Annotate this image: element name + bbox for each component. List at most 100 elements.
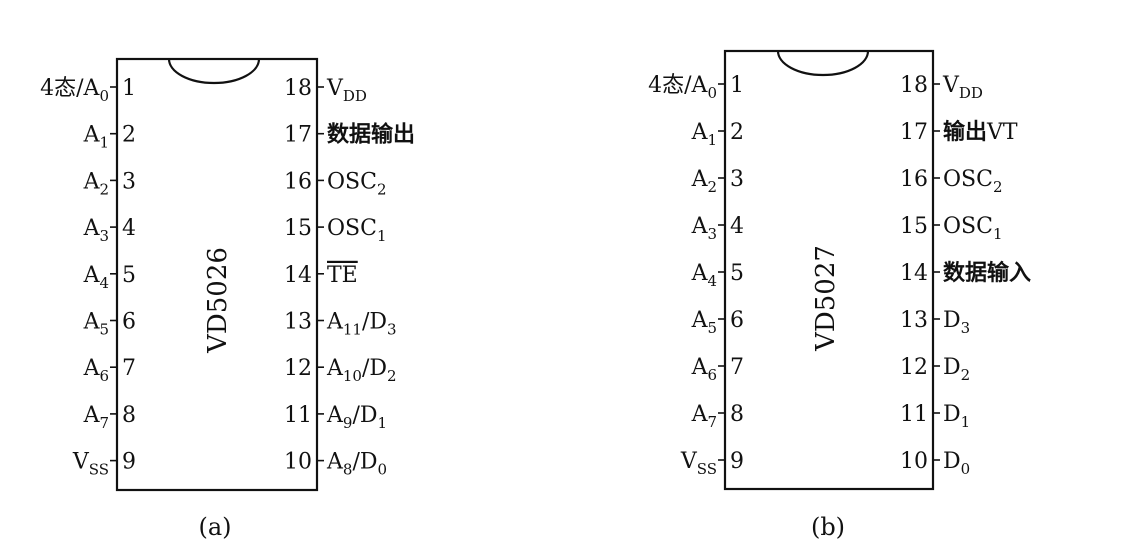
- pin-number: 15: [900, 214, 928, 239]
- chip-part-number: VD5027: [811, 245, 841, 352]
- pin-label-text: TE: [327, 263, 358, 288]
- pin-label-text: A: [326, 310, 344, 335]
- pin-14: 14 数据输入: [900, 260, 1031, 286]
- pin-number: 2: [730, 120, 744, 145]
- pin-label: D3: [943, 308, 970, 337]
- pin-number: 11: [900, 402, 928, 427]
- pin-label-text: A: [691, 261, 709, 286]
- pin-label-text: D: [943, 402, 961, 427]
- pin-label-subscript: 11: [343, 321, 362, 339]
- pin-8: 8A7: [83, 403, 136, 432]
- pin-label-text: A: [691, 355, 709, 380]
- pin-label: A9/D1: [326, 403, 387, 432]
- pin-label-text: V: [72, 450, 90, 475]
- pin-1: 1 4态/A0: [40, 76, 136, 105]
- pin-number: 5: [122, 263, 136, 288]
- pin-6: 6A5: [83, 310, 136, 339]
- pin-label: A1: [83, 123, 109, 152]
- pin-label-subscript: 1: [707, 131, 717, 149]
- pin-label-text: OSC: [943, 214, 993, 239]
- pin-label-subscript: 4: [707, 272, 717, 290]
- pin-label-text: 4态/A: [40, 76, 100, 101]
- pin-label-subscript: 7: [99, 414, 109, 432]
- pin-label-text: /D: [352, 403, 377, 428]
- pin-11: 11 D1: [900, 402, 970, 431]
- pin-number: 1: [730, 73, 744, 98]
- pin-label-text: 4态/A: [648, 73, 708, 98]
- pin-label-subscript: 2: [99, 180, 109, 198]
- pin-label-subscript: SS: [89, 461, 109, 479]
- pin-label-subscript: 2: [993, 178, 1003, 196]
- pin-label-text: D: [943, 449, 961, 474]
- pin-15: 15 OSC1: [900, 214, 1003, 243]
- pin-number: 5: [730, 261, 744, 286]
- pin-number: 13: [900, 308, 928, 333]
- pin-label: A7: [691, 402, 717, 431]
- pin-number: 1: [122, 76, 136, 101]
- pin-5: 5A4: [83, 263, 136, 292]
- pin-label-subscript: 3: [707, 225, 717, 243]
- pin-label-subscript: 3: [99, 227, 109, 245]
- pin-number: 17: [900, 120, 928, 145]
- pin-label-text: D: [943, 355, 961, 380]
- pin-label-text: /D: [352, 450, 377, 475]
- pin-number: 12: [900, 355, 928, 380]
- pin-label: A1: [691, 120, 717, 149]
- pin-label-subscript: 2: [387, 367, 397, 385]
- pin-label-subscript: SS: [697, 460, 717, 478]
- pin-number: 10: [900, 449, 928, 474]
- pin1-notch: [776, 50, 870, 77]
- pin-label-text: D: [943, 308, 961, 333]
- pin-label-text: /D: [362, 356, 387, 381]
- pin-label: D0: [943, 449, 970, 478]
- pin-label: 4态/A0: [40, 76, 109, 105]
- pin-label-text: 数据输入: [943, 260, 1031, 286]
- pin-label-text: V: [326, 76, 344, 101]
- pin-label-text: A: [691, 402, 709, 427]
- pin-number: 4: [122, 216, 136, 241]
- pin-2: 2 A1: [691, 120, 744, 149]
- pin-label-subscript: 6: [99, 367, 109, 385]
- pin-label-subscript: 0: [961, 460, 971, 478]
- pin-label-text: A: [326, 450, 344, 475]
- pin-label-text: A: [83, 123, 101, 148]
- chip-vd5027: VD5027 (b) 14态/A02A13A24A35A46A57A68A79V…: [648, 49, 1031, 541]
- pin-label: A3: [691, 214, 717, 243]
- pin-label: VDD: [326, 76, 367, 105]
- pin-label-text: A: [83, 403, 101, 428]
- chip-part-number: VD5026: [203, 247, 233, 354]
- pin-label-subscript: 3: [387, 321, 397, 339]
- pin-label: A3: [83, 216, 109, 245]
- pin-label: VDD: [942, 73, 983, 102]
- pin-label: OSC2: [943, 167, 1003, 196]
- pin-label-subscript: 0: [99, 87, 109, 105]
- pin-label: D1: [943, 402, 970, 431]
- pin-label: VSS: [72, 450, 109, 479]
- pin-label: A2: [83, 169, 109, 198]
- pin-label: D2: [943, 355, 970, 384]
- pin-number: 14: [900, 261, 928, 286]
- figure-caption: (a): [198, 513, 231, 541]
- chip-vd5026: VD5026 (a) 14态/A02A13A24A35A46A57A68A79V…: [40, 57, 415, 541]
- pin-label: A8/D0: [326, 450, 387, 479]
- pin-label-text: OSC: [327, 216, 377, 241]
- pin-label: OSC1: [943, 214, 1003, 243]
- pin-number: 8: [730, 402, 744, 427]
- pin-label-text: 数据输出: [327, 122, 415, 148]
- pin-label: A10/D2: [326, 356, 397, 385]
- pin-label-text: A: [691, 167, 709, 192]
- pin-number: 9: [730, 449, 744, 474]
- pin-label-text: A: [691, 308, 709, 333]
